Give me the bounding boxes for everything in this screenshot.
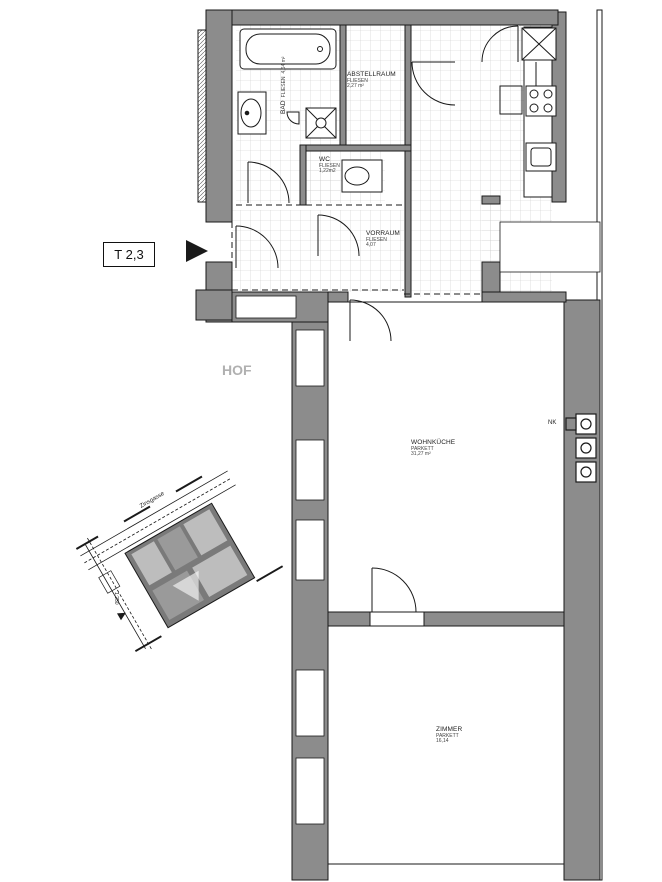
room-label-vorraum: VORRAUM FLIESEN 4,07 (366, 230, 400, 249)
meter-sockets (565, 413, 597, 483)
courtyard-label: HOF (222, 362, 252, 378)
courtyard-walls (195, 29, 233, 321)
room-area: 2,27 m² (347, 83, 364, 90)
room-wohnkueche (327, 301, 565, 613)
room-area: 31,27 m² (411, 451, 431, 458)
room-floor: FLIESEN (347, 77, 368, 84)
meter-label: NK (548, 420, 557, 426)
room-area: 16,14 (436, 738, 449, 745)
room-label-bad: BAD FLIESEN 4,64 m² (280, 56, 288, 114)
unit-label: T 2,3 (103, 242, 155, 267)
room-name: VORRAUM (366, 230, 400, 237)
kitchen-fixtures (499, 26, 557, 198)
room-name: BAD (280, 100, 287, 114)
room-name: WC (319, 156, 331, 163)
room-label-wohnkueche: WOHNKÜCHE PARKETT 31,27 m² (411, 439, 456, 458)
room-name: WOHNKÜCHE (411, 439, 456, 446)
site-plan-scale-label: 1:250 (113, 592, 119, 605)
room-area: 1,22m2 (319, 168, 336, 175)
room-label-abstellraum: ABSTELLRAUM FLIESEN 2,27 m² (347, 71, 396, 90)
site-plan-inset (75, 463, 284, 653)
room-interiors (327, 301, 565, 865)
room-floor: FLIESEN (366, 236, 387, 243)
room-label-wc: WC FLIESEN 1,22m2 (319, 156, 340, 175)
room-floor: FLIESEN (281, 76, 287, 98)
room-floor: PARKETT (411, 445, 434, 452)
door-thresholds (231, 204, 482, 295)
room-zimmer (327, 625, 565, 865)
room-floor: PARKETT (436, 732, 459, 739)
bath-fixtures (237, 28, 383, 193)
doors (235, 25, 519, 613)
room-floor: FLIESEN (319, 162, 340, 169)
room-area: 4,64 m² (281, 56, 287, 74)
room-name: ABSTELLRAUM (347, 71, 396, 78)
room-label-zimmer: ZIMMER PARKETT 16,14 (436, 726, 463, 745)
stove (525, 85, 557, 117)
room-name: ZIMMER (436, 726, 463, 733)
windows (235, 221, 601, 825)
entrance-arrow (186, 240, 208, 262)
room-area: 4,07 (366, 242, 376, 249)
